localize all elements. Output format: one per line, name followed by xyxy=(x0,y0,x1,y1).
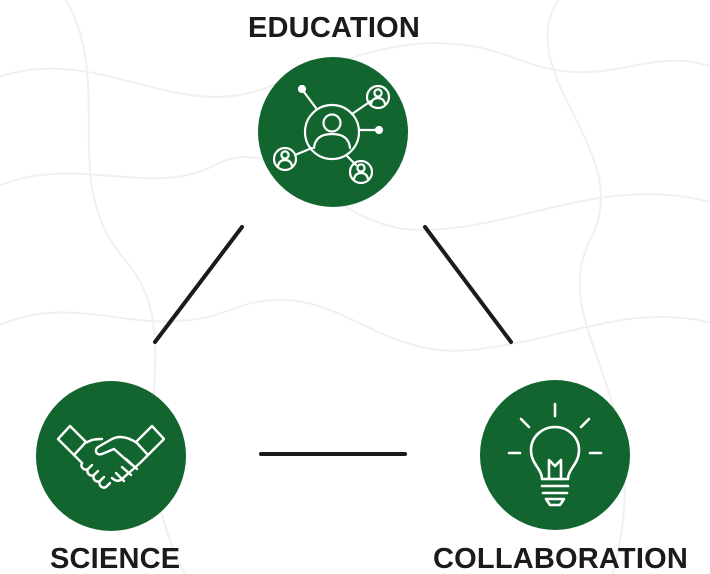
network-people-icon xyxy=(272,84,391,185)
collaboration-label: COLLABORATION xyxy=(433,543,688,574)
lightbulb-icon xyxy=(507,402,603,507)
science-label: SCIENCE xyxy=(50,543,181,574)
connector-education-science xyxy=(153,225,244,344)
education-label: EDUCATION xyxy=(248,12,421,44)
handshake-icon xyxy=(56,424,166,489)
connector-education-collaboration xyxy=(423,225,513,344)
science-node xyxy=(36,381,186,531)
collaboration-node xyxy=(480,380,630,530)
education-node xyxy=(258,57,408,207)
